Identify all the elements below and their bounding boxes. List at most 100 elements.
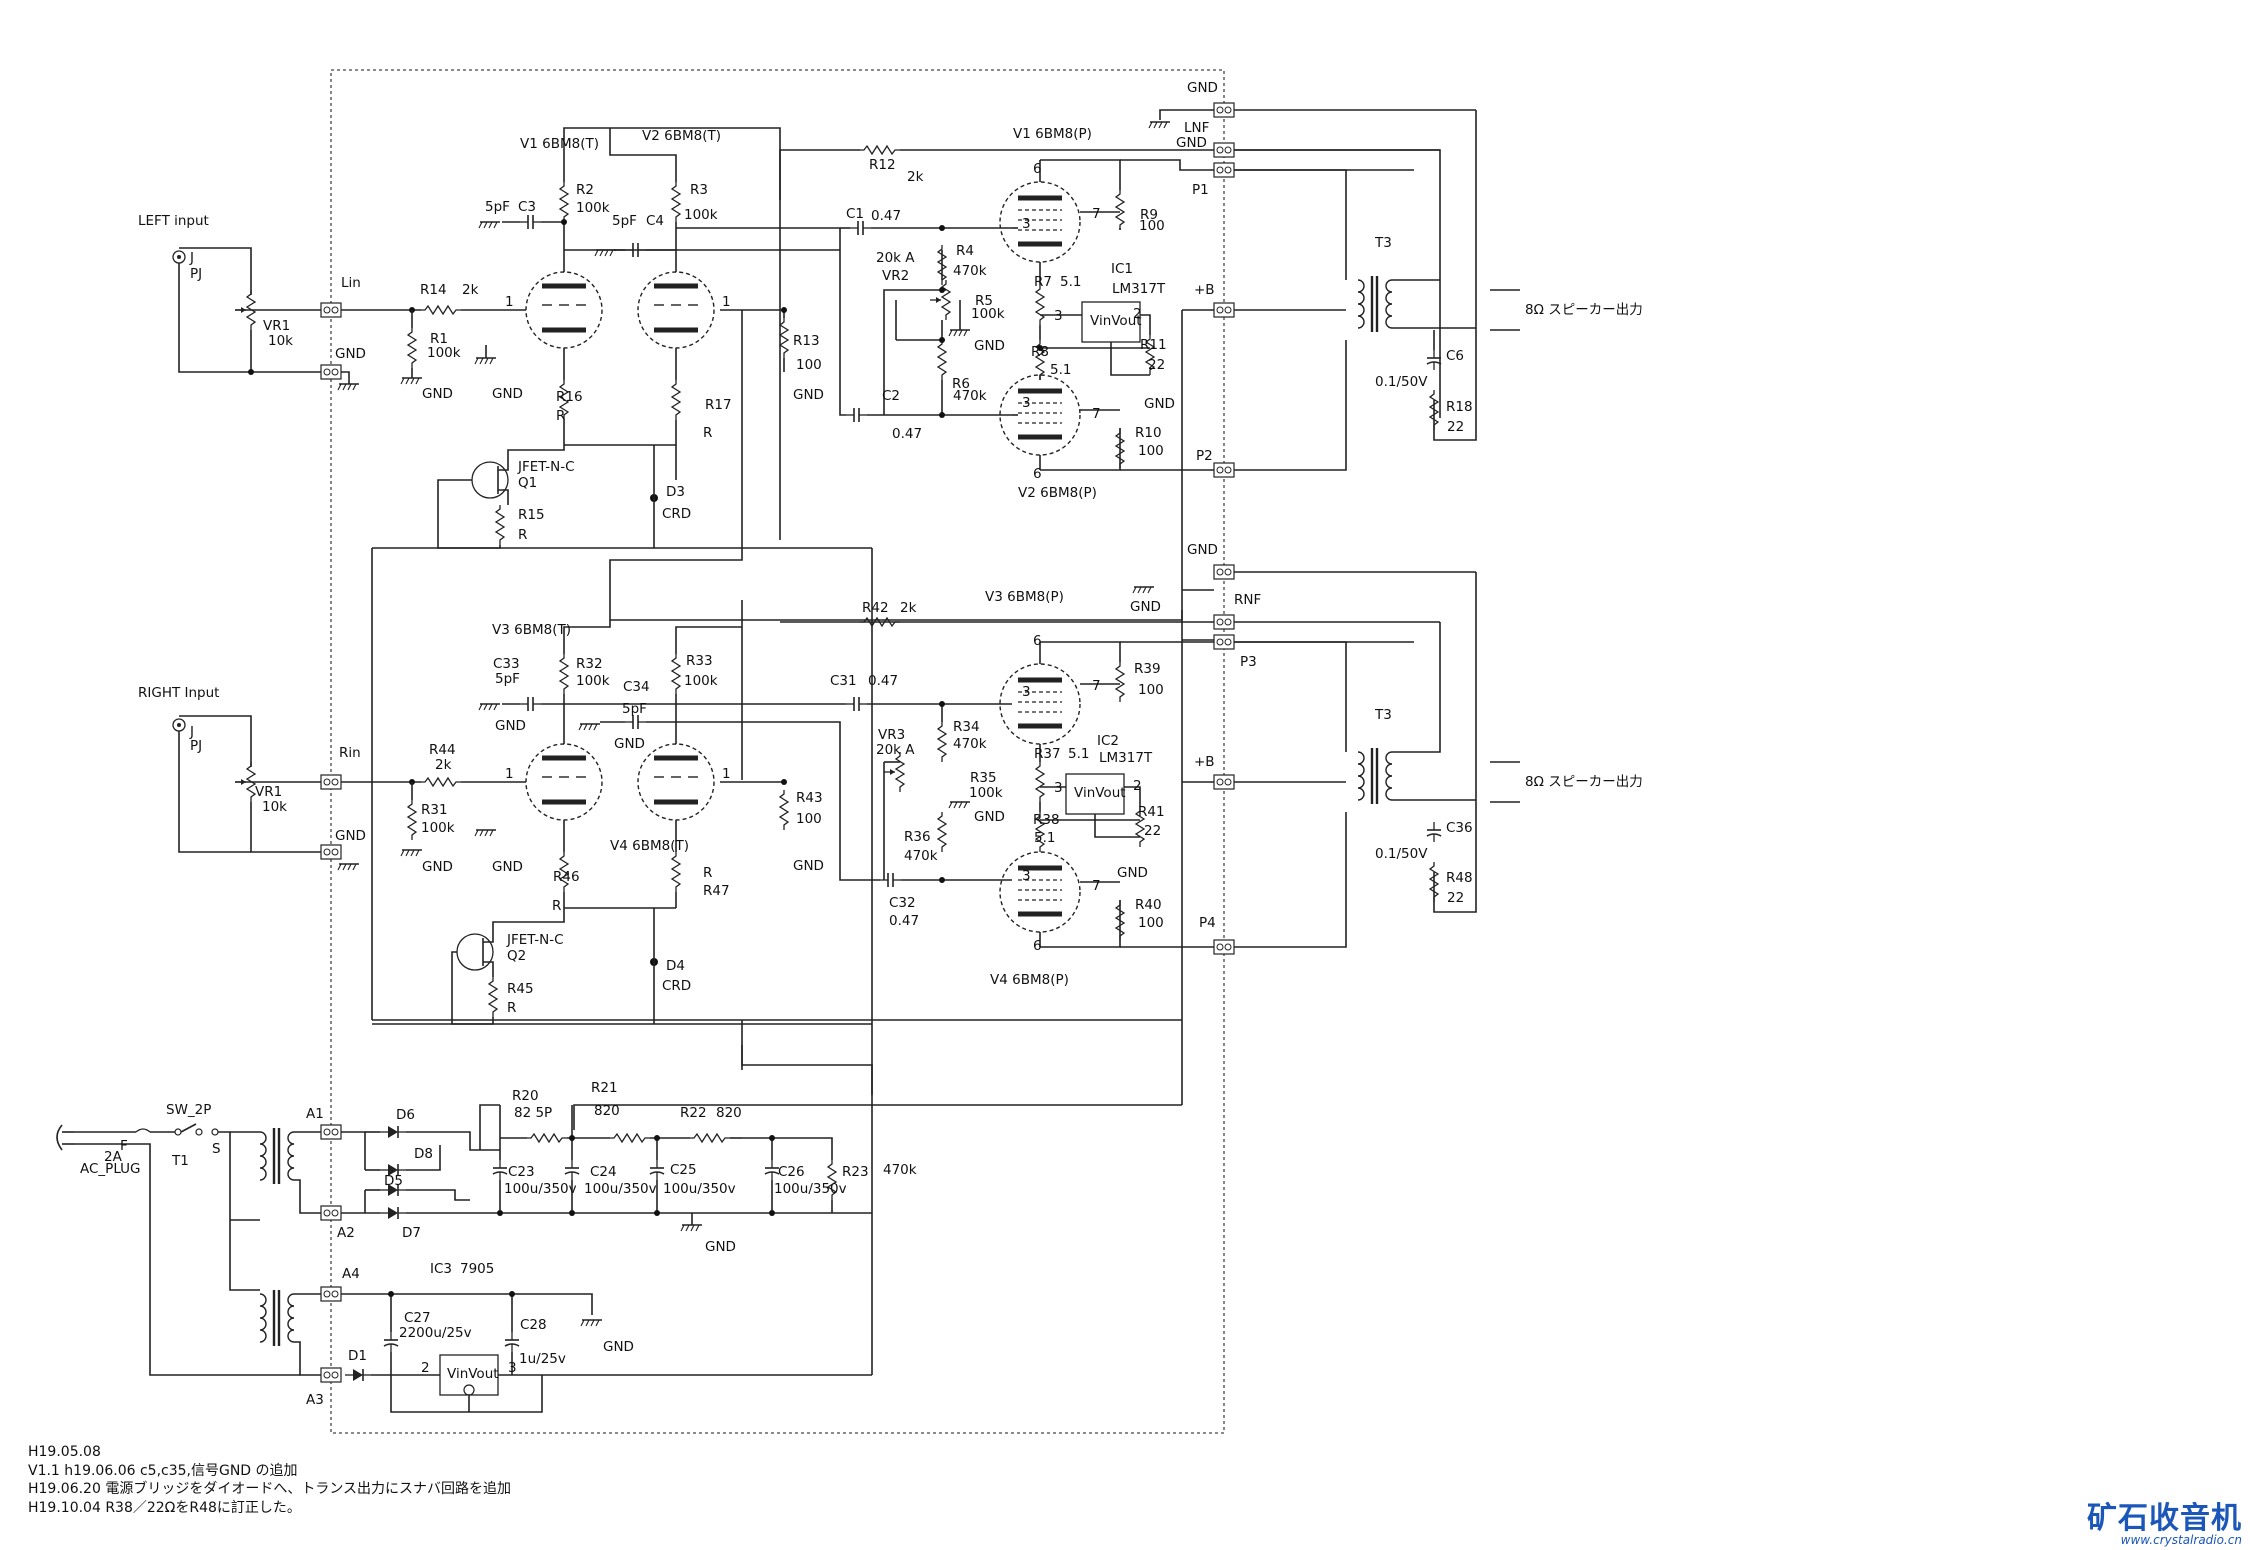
ic1-gnd-label: GND (1144, 396, 1175, 412)
r41-label: R41 (1138, 804, 1165, 820)
right-jack-type-label: PJ (190, 738, 202, 754)
fuse-value: 2A (104, 1149, 123, 1165)
p3-label: P3 (1240, 654, 1257, 670)
r38-value: 5.1 (1034, 830, 1055, 846)
ic3-gnd-label: GND (603, 1339, 634, 1355)
r18-value: 22 (1447, 419, 1464, 435)
r7-label: R7 (1034, 274, 1052, 290)
lnf-label: LNF (1184, 120, 1209, 136)
rnf-gnd-label: GND (1130, 599, 1161, 615)
v1-pin3: 3 (1022, 216, 1031, 232)
note-line: V1.1 h19.06.06 c5,c35,信号GND の追加 (28, 1462, 298, 1479)
d5-label: D5 (384, 1173, 403, 1189)
v2-triode-label: V2 6BM8(T) (642, 128, 721, 144)
r36-label: R36 (904, 829, 931, 845)
r33-label: R33 (686, 653, 713, 669)
c36-label: C36 (1446, 820, 1473, 836)
r22-label: R22 (680, 1105, 707, 1121)
r8-value: 5.1 (1050, 362, 1071, 378)
right-grid-gnd-label: GND (492, 859, 523, 875)
r16-value: R (556, 408, 565, 424)
r48-label: R48 (1446, 870, 1473, 886)
c26-label: C26 (778, 1164, 805, 1180)
r5-value: 100k (971, 306, 1005, 322)
r11-label: R11 (1140, 337, 1167, 353)
r46-label: R46 (553, 869, 580, 885)
vr3-value: 20k A (876, 742, 915, 758)
d7-label: D7 (402, 1225, 421, 1241)
c2-value: 0.47 (892, 426, 922, 442)
r5-gnd-label: GND (974, 338, 1005, 354)
ic3-value: 7905 (460, 1261, 494, 1277)
left-jack-type-label: PJ (190, 266, 202, 282)
v4-pin7: 7 (1092, 878, 1101, 894)
r45-value: R (507, 1000, 516, 1016)
c23-value: 100u/350v (504, 1181, 577, 1197)
r39-label: R39 (1134, 661, 1161, 677)
right-channel: VinVout (172, 564, 1520, 1025)
vr1-left-value: 10k (268, 333, 293, 349)
power-supply: VinVout (56, 1104, 872, 1413)
r6-label: R6 (952, 376, 970, 392)
r3-value: 100k (684, 207, 718, 223)
a3-label: A3 (306, 1392, 324, 1408)
rin-label: Rin (339, 745, 361, 761)
note-line: H19.05.08 (28, 1444, 101, 1460)
r34-value: 470k (953, 736, 987, 752)
v3-pin7: 7 (1092, 678, 1101, 694)
watermark-title: 矿石收音机 (2087, 1501, 2242, 1536)
revision-notes: H19.05.08 V1.1 h19.06.06 c5,c35,信号GND の追… (28, 1443, 511, 1517)
c33-gnd-label: GND (495, 718, 526, 734)
r31-value: 100k (421, 820, 455, 836)
grid-gnd-label: GND (492, 386, 523, 402)
r33-value: 100k (684, 673, 718, 689)
r14-value: 2k (462, 282, 479, 298)
c23-label: C23 (508, 1164, 535, 1180)
r31-label: R31 (421, 802, 448, 818)
plus-b-left-label: +B (1194, 282, 1215, 298)
ic3-label: IC3 (430, 1261, 452, 1277)
r36-value: 470k (904, 848, 938, 864)
c3-label: C3 (518, 199, 536, 215)
vr2-value: 20k A (876, 250, 915, 266)
r5-label: R5 (975, 293, 993, 309)
r31-gnd-label: GND (422, 859, 453, 875)
c6-label: C6 (1446, 348, 1464, 364)
c34-label: C34 (623, 679, 650, 695)
v4-triode-label: V4 6BM8(T) (610, 838, 689, 854)
right-jack-label: J (189, 724, 194, 740)
ic1-pin2: 2 (1133, 306, 1142, 322)
r15-value: R (518, 527, 527, 543)
r23-value: 470k (883, 1162, 917, 1178)
r35-label: R35 (970, 770, 997, 786)
left-channel: VinVout (172, 102, 1520, 1020)
r8-label: R8 (1031, 344, 1049, 360)
c24-value: 100u/350v (584, 1181, 657, 1197)
v1-pin7: 7 (1092, 206, 1101, 222)
lnf-gnd-label: GND (1176, 135, 1207, 151)
right-input-gnd-label: GND (335, 828, 366, 844)
r40-value: 100 (1138, 915, 1164, 931)
sw-s-label: S (212, 1141, 221, 1157)
c33-value: 5pF (495, 671, 520, 687)
d3-label: D3 (666, 484, 685, 500)
c34-value: 5pF (622, 701, 647, 717)
r16-label: R16 (556, 389, 583, 405)
ic1-label: IC1 (1111, 261, 1133, 277)
text-labels: LEFT input J PJ VR1 10k Lin GND V1 6BM8(… (80, 80, 1643, 1408)
a2-label: A2 (337, 1225, 355, 1241)
ic2-gnd-label: GND (1117, 865, 1148, 881)
r23-label: R23 (842, 1164, 869, 1180)
r41-value: 22 (1144, 823, 1161, 839)
note-line: H19.10.04 R38／22ΩをR48に訂正した。 (28, 1499, 301, 1516)
r35-gnd-label: GND (974, 809, 1005, 825)
left-input-gnd-label: GND (335, 346, 366, 362)
c34-gnd-label: GND (614, 736, 645, 752)
c4-label: C4 (646, 213, 664, 229)
r42-label: R42 (862, 600, 889, 616)
ic2-value: LM317T (1099, 750, 1153, 766)
r34-label: R34 (953, 719, 980, 735)
v2-pin3: 3 (1022, 395, 1031, 411)
watermark: 矿石收音机 www.crystalradio.cn (2087, 1493, 2242, 1547)
